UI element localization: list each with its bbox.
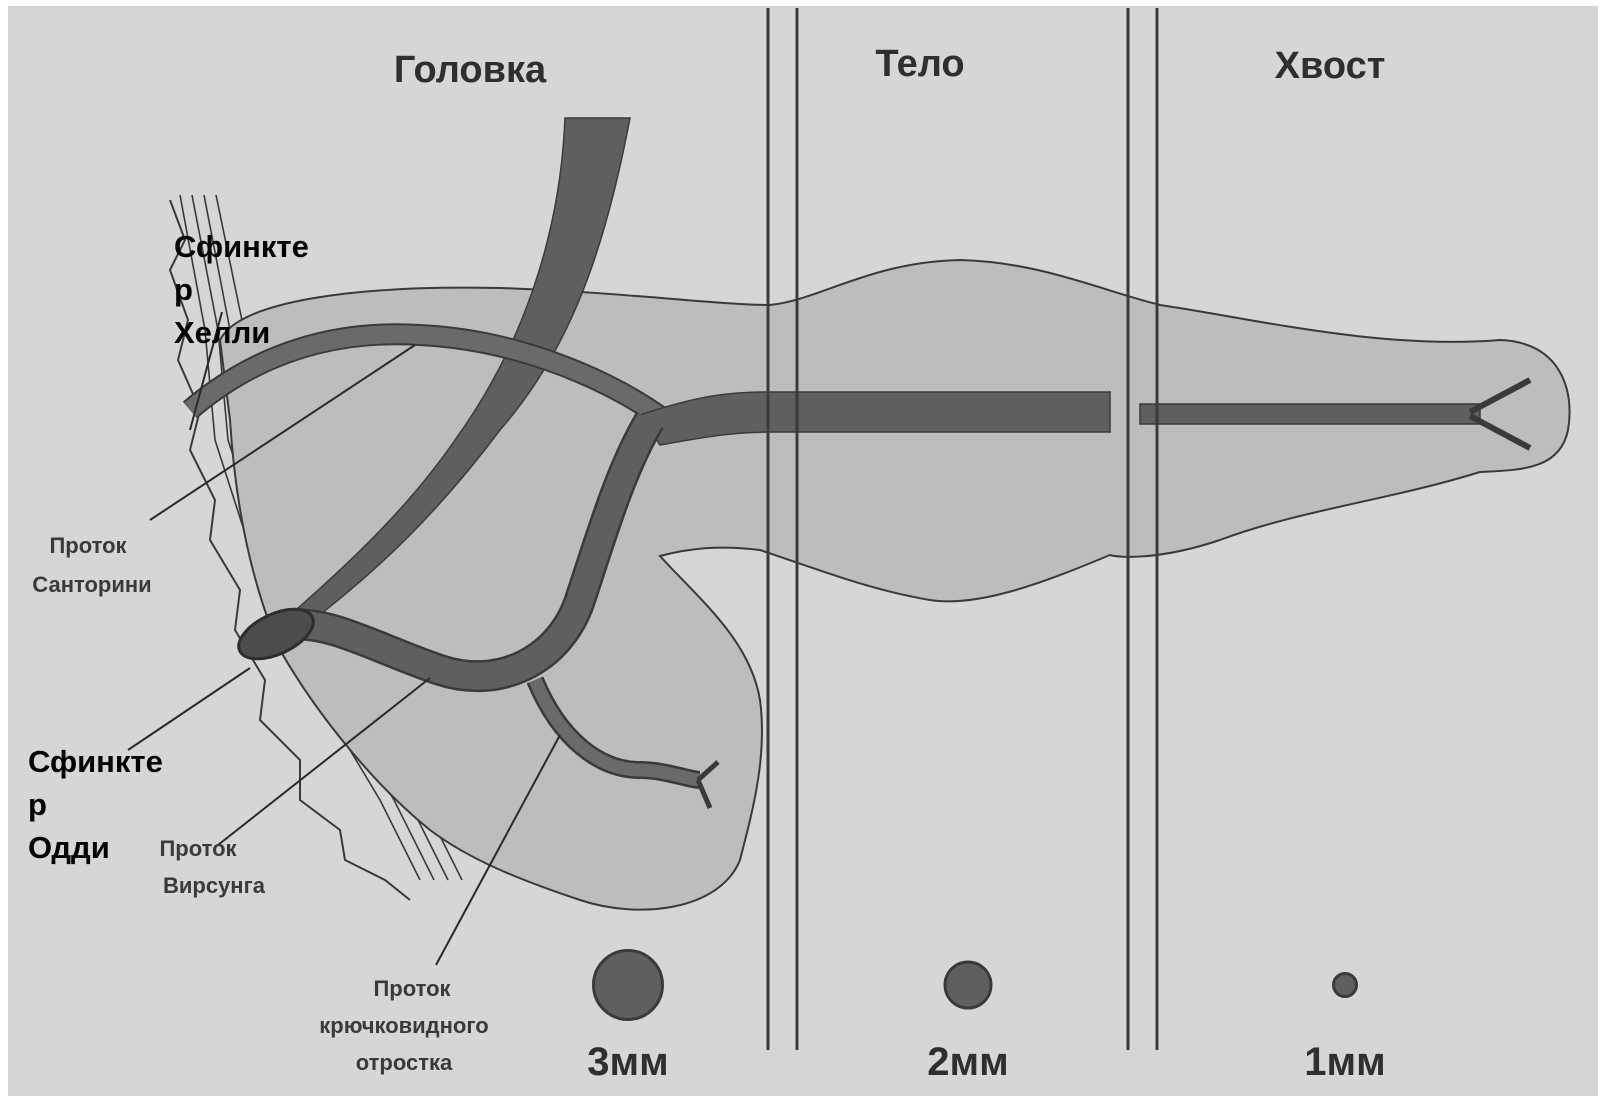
uncinate-duct-label-line2: крючковидного: [319, 1013, 488, 1038]
helly-sphincter-label-line3: Хелли: [174, 311, 309, 354]
duct-diameter-circle-body: [945, 962, 991, 1008]
helly-sphincter-label-line2: р: [174, 268, 309, 311]
duct-diameter-circle-head: [594, 951, 663, 1020]
helly-sphincter-label: Сфинкте р Хелли: [174, 225, 309, 354]
section-label-head: Головка: [394, 49, 547, 91]
helly-sphincter-label-line1: Сфинкте: [174, 225, 309, 268]
section-label-body: Тело: [875, 43, 964, 85]
santorini-duct-label-line1: Проток: [49, 533, 127, 558]
duct-diameter-label-head: 3мм: [587, 1040, 668, 1084]
oddi-sphincter-label-line1: Сфинкте: [28, 740, 163, 783]
oddi-sphincter-label: Сфинкте р Одди: [28, 740, 163, 869]
duct-diameter-label-body: 2мм: [927, 1040, 1008, 1084]
oddi-sphincter-label-line2: р: [28, 783, 163, 826]
section-label-tail: Хвост: [1275, 45, 1386, 87]
uncinate-duct-label-line1: Проток: [373, 976, 451, 1001]
wirsung-duct-label-line1: Проток: [159, 836, 237, 861]
duct-diameter-circle-tail: [1334, 974, 1357, 997]
wirsung-duct-label-line2: Вирсунга: [163, 873, 266, 898]
oddi-sphincter-label-line3: Одди: [28, 826, 163, 869]
santorini-duct-label-line2: Санторини: [32, 572, 151, 597]
uncinate-duct-label-line3: отростка: [356, 1050, 453, 1075]
duct-diameter-label-tail: 1мм: [1304, 1040, 1385, 1084]
